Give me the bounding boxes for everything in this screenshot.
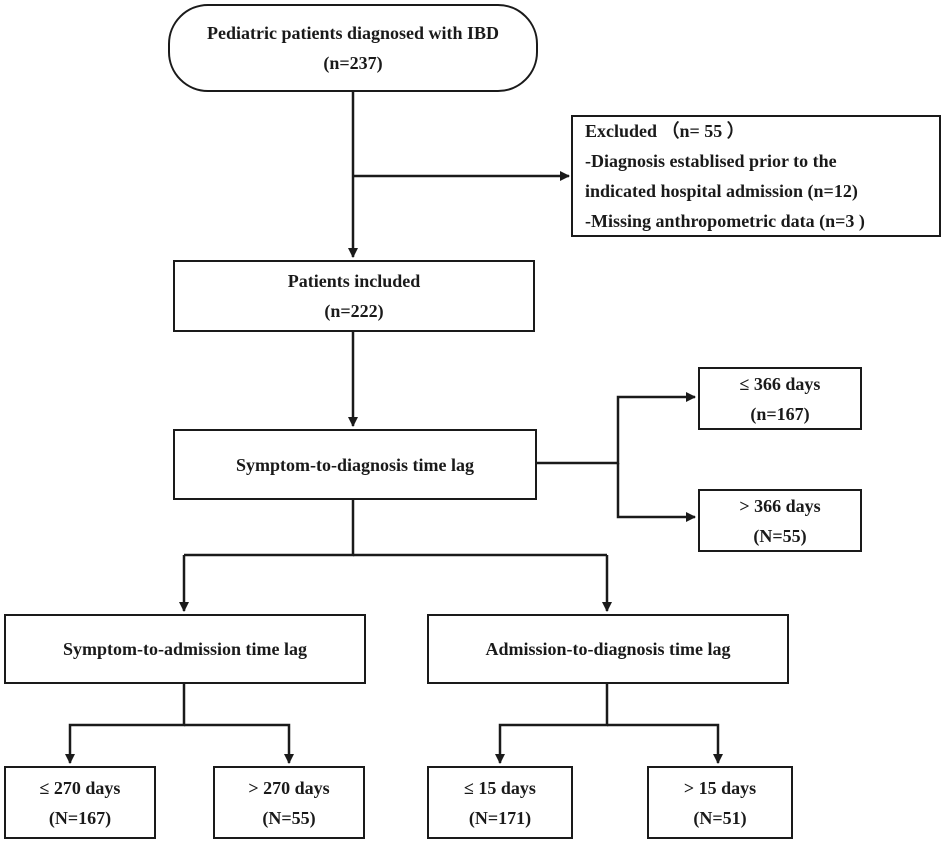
excluded-title: Excluded （n= 55 ） [585,121,745,141]
arrow-sta-split [65,684,186,764]
std-gt-label: > 366 days [739,495,821,516]
arrow-atd-split-right [607,723,723,764]
atd-box: Admission-to-diagnosis time lag [427,614,789,684]
arrow-atd-split [495,684,609,764]
arrow-std-to-gt366 [616,463,696,522]
std-gt-box: > 366 days (N=55) [698,489,862,552]
sta-gt-box: > 270 days (N=55) [213,766,365,839]
atd-label: Admission-to-diagnosis time lag [485,639,731,659]
sta-le-label: ≤ 270 days [39,777,121,798]
std-le-box: ≤ 366 days (n=167) [698,367,862,430]
start-count: (n=237) [323,53,383,73]
sta-gt-label: > 270 days [248,777,330,798]
excluded-reason-1: -Diagnosis establised prior to the [585,151,837,171]
std-gt-count: (N=55) [753,525,807,546]
included-label: Patients included [287,271,421,291]
included-count: (n=222) [324,301,384,321]
included-box: Patients included (n=222) [173,260,535,332]
atd-le-count: (N=171) [468,807,532,828]
arrow-sta-split-right [184,723,294,764]
sta-box: Symptom-to-admission time lag [4,614,366,684]
atd-gt-label: > 15 days [683,777,757,798]
sta-label: Symptom-to-admission time lag [63,639,307,659]
start-box: Pediatric patients diagnosed with IBD (n… [168,4,538,92]
arrow-std-split [184,500,355,557]
start-label: Pediatric patients diagnosed with IBD [206,23,500,43]
std-le-count: (n=167) [750,403,810,424]
atd-gt-count: (N=51) [693,807,747,828]
sta-le-box: ≤ 270 days (N=167) [4,766,156,839]
excluded-reason-1b: indicated hospital admission (n=12) [585,181,858,201]
std-label: Symptom-to-diagnosis time lag [236,454,474,475]
atd-gt-box: > 15 days (N=51) [647,766,793,839]
atd-le-label: ≤ 15 days [464,777,536,798]
std-le-label: ≤ 366 days [739,373,821,394]
std-box: Symptom-to-diagnosis time lag [173,429,537,500]
excluded-box: Excluded （n= 55 ） -Diagnosis establised … [571,115,941,237]
sta-gt-count: (N=55) [262,807,316,828]
sta-le-count: (N=167) [48,807,112,828]
arrow-std-to-le366 [537,392,696,465]
excluded-reason-2: -Missing anthropometric data (n=3 ) [585,211,865,231]
atd-le-box: ≤ 15 days (N=171) [427,766,573,839]
